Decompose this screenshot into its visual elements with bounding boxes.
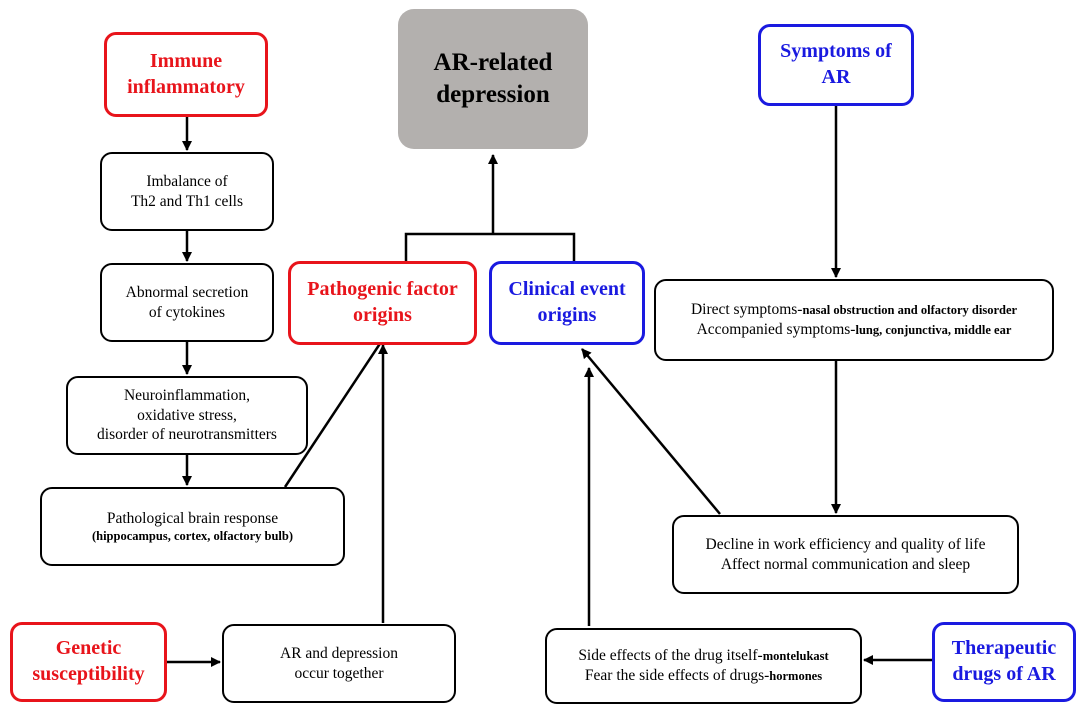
node-symptoms-of-ar: Symptoms of AR (758, 24, 914, 106)
brain-line-2: (hippocampus, cortex, olfactory bulb) (91, 529, 294, 544)
brain-line-1: Pathological brain response (106, 509, 279, 527)
node-ar-related-depression: AR-related depression (398, 9, 588, 149)
title-line-2: depression (436, 81, 550, 108)
side-line-2-main: Fear the side effects of drugs- (584, 667, 770, 684)
node-clinical-event-origins: Clinical event origins (489, 261, 645, 345)
neuro-line-2: oxidative stress, (137, 406, 237, 424)
immune-line-1: Immune (149, 49, 223, 72)
direct-line-1-detail: nasal obstruction and olfactory disorder (802, 303, 1018, 318)
node-immune-inflammatory: Immune inflammatory (104, 32, 268, 117)
pathogenic-line-2: origins (353, 304, 412, 326)
direct-line-2-detail: lung, conjunctiva, middle ear (855, 323, 1012, 337)
node-decline-work-efficiency: Decline in work efficiency and quality o… (672, 515, 1019, 594)
clinical-line-1: Clinical event (508, 278, 626, 301)
direct-line-2-main: Accompanied symptoms- (696, 321, 856, 338)
therapeutic-line-1: Therapeutic (951, 637, 1057, 660)
therapeutic-line-2: drugs of AR (952, 663, 1056, 685)
cooccur-line-1: AR and depression (280, 644, 398, 662)
clinical-line-2: origins (537, 304, 597, 326)
title-line-1: AR-related (433, 49, 553, 76)
node-direct-symptoms: Direct symptoms-nasal obstruction and ol… (654, 279, 1054, 361)
decline-line-2: Affect normal communication and sleep (720, 555, 971, 573)
genetic-line-2: susceptibility (32, 663, 145, 685)
genetic-line-1: Genetic (55, 637, 122, 660)
side-line-1-detail: montelukast (762, 649, 829, 664)
neuro-line-3: disorder of neurotransmitters (97, 426, 277, 444)
direct-line-1: Direct symptoms-nasal obstruction and ol… (691, 300, 1017, 320)
neuro-line-1: Neuroinflammation, (123, 386, 251, 404)
cooccur-line-2: occur together (294, 664, 384, 682)
node-pathological-brain-response: Pathological brain response (hippocampus… (40, 487, 345, 566)
side-line-2-detail: hormones (769, 669, 823, 683)
pathogenic-line-1: Pathogenic factor (307, 278, 458, 301)
th-line-2: Th2 and Th1 cells (130, 192, 244, 210)
node-ar-depression-cooccur: AR and depression occur together (222, 624, 456, 703)
node-pathogenic-factor-origins: Pathogenic factor origins (288, 261, 477, 345)
direct-line-2: Accompanied symptoms-lung, conjunctiva, … (697, 320, 1012, 340)
arrow-decline-to-clinical (581, 348, 721, 515)
th-line-1: Imbalance of (146, 172, 228, 190)
side-line-1: Side effects of the drug itself-monteluk… (578, 646, 828, 666)
cytokines-line-1: Abnormal secretion (125, 283, 249, 301)
decline-line-1: Decline in work efficiency and quality o… (705, 535, 986, 553)
node-drug-side-effects: Side effects of the drug itself-monteluk… (545, 628, 862, 704)
immune-line-2: inflammatory (127, 75, 245, 98)
symptoms-line-1: Symptoms of (780, 40, 892, 63)
side-line-1-main: Side effects of the drug itself- (578, 647, 763, 665)
node-genetic-susceptibility: Genetic susceptibility (10, 622, 167, 702)
arrow-brain-to-pathogenic (283, 329, 391, 488)
cytokines-line-2: of cytokines (148, 303, 226, 321)
side-line-2: Fear the side effects of drugs-hormones (585, 666, 822, 686)
node-neuroinflammation: Neuroinflammation, oxidative stress, dis… (66, 376, 308, 455)
direct-line-1-main: Direct symptoms- (690, 301, 803, 319)
symptoms-line-2: AR (821, 66, 851, 88)
node-therapeutic-drugs: Therapeutic drugs of AR (932, 622, 1076, 702)
node-th-imbalance: Imbalance of Th2 and Th1 cells (100, 152, 274, 231)
node-abnormal-cytokines: Abnormal secretion of cytokines (100, 263, 274, 342)
bracket-origins-to-title (404, 232, 576, 261)
